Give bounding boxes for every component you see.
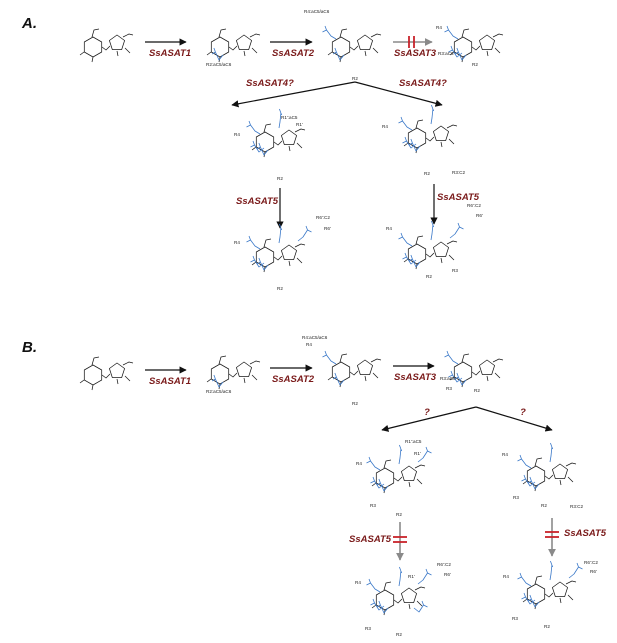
label-b-right-r4: R4 [502,452,508,457]
label-a-fr-r3: R3 [452,268,458,273]
enzyme-label-a-5-right: SsASAT5 [437,192,480,203]
enzyme-label-a-4-right: SsASAT4? [399,78,447,89]
label-a-right-r3c2: R3:C2 [452,170,465,175]
label-a-tri-r2: R2 [472,62,478,67]
enzyme-label-b-5-left: SsASAT5 [349,534,392,545]
molecule-b-di [322,350,382,388]
label-b-fl-r4: R4 [355,580,361,585]
label-a-fl-r6c2: R6':C2 [316,215,330,220]
molecule-b-mono [206,355,261,390]
double-bar-block-icon [408,36,415,48]
label-b-left-r3: R3 [370,503,376,508]
label-b-fr-r6c2: R6':C2 [584,560,598,565]
label-a-fl-r4: R4 [234,240,240,245]
double-bar-block-icon [545,531,559,538]
label-a-fl-r2: R2 [277,286,283,291]
label-b-right-r3c2: R3:C2 [570,504,583,509]
label-a-tri-r3: R3:aC6 [438,51,454,56]
enzyme-label-b-1: SsASAT1 [149,376,191,387]
label-b-tri-r3c: R3:aC6 [440,376,456,381]
molecule-b-penta-right [517,560,583,610]
label-b-left-r4: R4 [356,461,362,466]
enzyme-label-a-3: SsASAT3 [394,48,437,59]
molecule-a-penta-right [398,220,464,270]
label-b-right-r3: R3 [513,495,519,500]
label-b-fr-r6: R6' [590,569,597,574]
label-b-left-r1prime-ac5: R1':aC5 [405,439,422,444]
enzyme-label-b-3: SsASAT3 [394,372,437,383]
enzyme-label-a-4-left: SsASAT4? [246,78,294,89]
label-a-left-r4: R4 [234,132,240,137]
label-b-left-r2: R2 [396,512,402,517]
enzyme-label-b-2: SsASAT2 [272,374,315,385]
label-a-mono-r2: R2:aC5/aC6 [206,62,232,67]
molecule-a-tri [444,25,504,63]
arrow-a-branch-right [354,81,443,107]
label-b-fl-r1prime: R1' [408,574,415,579]
arrow-b-branch-right [475,406,553,432]
molecule-a-tetra-right [398,104,458,154]
label-a-left-r1prime: R1' [296,122,303,127]
molecule-b-tetra-right [517,442,577,492]
label-a-fl-r6: R6' [324,226,331,231]
label-a-fr-r4: R4 [386,226,392,231]
enzyme-label-a-1: SsASAT1 [149,48,191,59]
molecule-b-tetra-left [366,444,432,494]
label-b-di-r4c: R4:aC5/aC6 [302,335,328,340]
label-a-left-r1prime-ac5: R1':aC5 [281,115,298,120]
label-b-fr-r3: R3 [512,616,518,621]
molecule-a-tetra-left [246,108,306,158]
molecule-b-sucrose [79,356,134,391]
label-b-fr-r4: R4 [503,574,509,579]
label-a-fr-r2: R2 [426,274,432,279]
panel-a: A. SsASAT1 SsASAT2 SsASAT3 R2:aC5/aC6 R4… [21,9,504,291]
molecule-a-sucrose [79,28,134,63]
panel-a-label: A. [21,15,37,32]
label-b-left-r1prime: R1' [414,451,421,456]
label-b-tri-r2: R2 [474,388,480,393]
label-b-fl-r3: R3 [365,626,371,631]
enzyme-label-a-2: SsASAT2 [272,48,315,59]
label-b-di-r2: R2 [352,401,358,406]
enzyme-label-b-4-right: ? [520,407,526,418]
double-bar-block-icon [393,536,407,543]
enzyme-label-b-4-left: ? [424,407,430,418]
label-b-fl-r6: R6' [444,572,451,577]
panel-b-label: B. [22,339,37,356]
label-b-fr-r2: R2 [544,624,550,629]
label-a-fr-r6c2: R6':C2 [467,203,481,208]
molecule-b-tri [444,350,504,388]
label-b-right-r2: R2 [541,503,547,508]
arrow-a-branch-left [231,81,356,108]
label-b-tri-r3: R3 [446,386,452,391]
label-a-di-r4: R4:aC5/aC6 [304,9,330,14]
label-a-right-r4: R4 [382,124,388,129]
molecule-b-penta-left [366,566,432,616]
arrow-b-branch-left [381,406,477,432]
label-a-tri-r4: R4 [436,25,442,30]
label-a-fr-r6: R6' [476,213,483,218]
label-a-di-r2: R2 [352,76,358,81]
label-a-left-r2: R2 [277,176,283,181]
molecule-a-mono [206,28,261,63]
label-b-fl-r2: R2 [396,632,402,637]
molecule-a-penta-left [246,223,312,273]
label-b-di-r4: R4 [306,342,312,347]
label-b-fl-r6c2: R6':C2 [437,562,451,567]
enzyme-label-b-5-right: SsASAT5 [564,528,607,539]
panel-b: B. SsASAT1 SsASAT2 SsASAT3 R2:aC5/aC6 R4… [22,335,607,637]
enzyme-label-a-5-left: SsASAT5 [236,196,279,207]
label-a-right-r2: R2 [424,171,430,176]
molecule-a-di [322,25,382,63]
label-b-mono-r2: R2:aC5/aC6 [206,389,232,394]
